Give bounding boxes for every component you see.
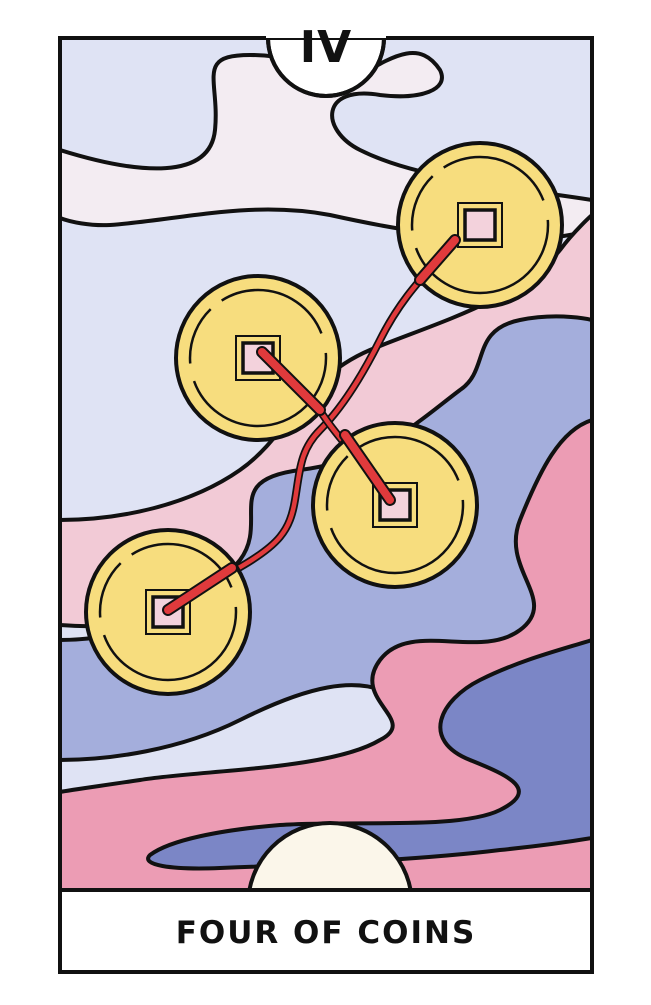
card-title: FOUR OF COINS xyxy=(176,915,477,951)
title-panel xyxy=(58,888,594,974)
card-numeral: IV xyxy=(300,22,352,73)
sun-icon xyxy=(247,821,413,890)
coin-left xyxy=(174,274,342,442)
numeral-badge: IV xyxy=(265,0,387,98)
pink-flow-band xyxy=(60,417,592,890)
dark-blue-river xyxy=(146,637,592,871)
string-wraps xyxy=(162,234,461,616)
coin-center xyxy=(311,421,479,589)
card-illustration xyxy=(60,38,592,890)
